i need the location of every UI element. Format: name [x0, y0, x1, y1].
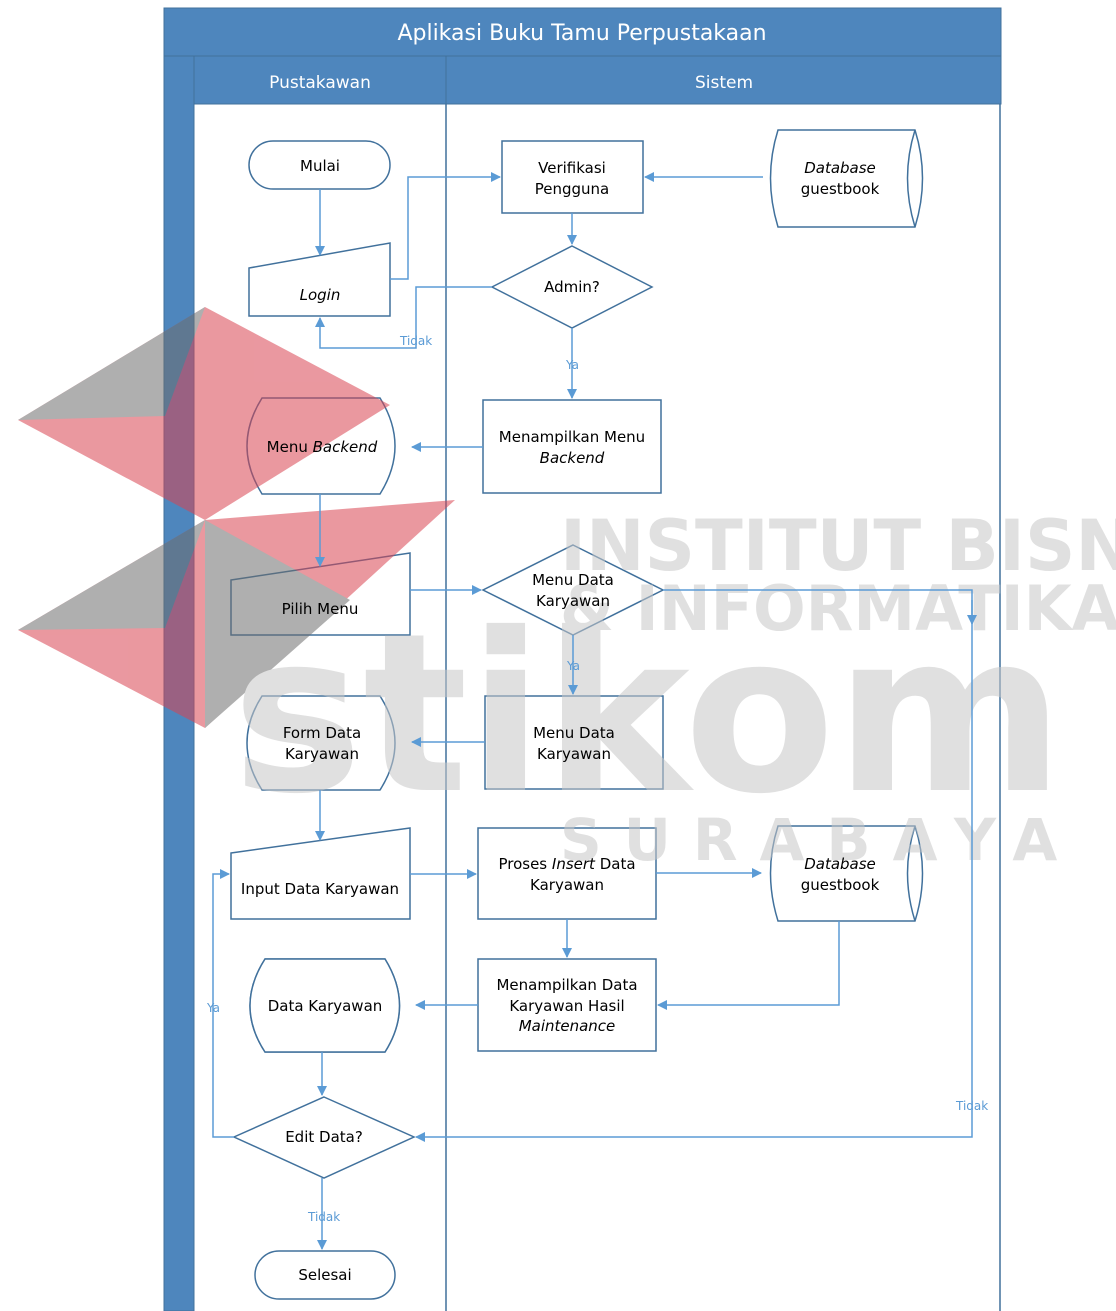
node-labels: Mulai Login Verifikasi Pengguna Database…	[241, 157, 880, 1284]
label-ya-menu: Ya	[566, 659, 580, 673]
end-terminator	[254, 1250, 396, 1300]
db2-label-1: Database	[804, 855, 876, 873]
menu-data-proc-label-2: Karyawan	[537, 745, 611, 763]
tampil-menu-label-2: Backend	[540, 449, 605, 467]
menu-backend-label-b: Backend	[313, 438, 378, 456]
proses-insert-label-1c: Data	[595, 855, 636, 873]
menu-data-karyawan-process	[484, 695, 664, 790]
proses-insert-label-1: Proses Insert Data	[498, 855, 635, 873]
watermark-institut: INSTITUT BISNIS	[560, 505, 1116, 587]
db1-label-1: Database	[804, 159, 876, 177]
lane-label-pustakawan: Pustakawan	[269, 73, 371, 93]
watermark: INSTITUT BISNIS & INFORMATIKA stikom SUR…	[18, 307, 1116, 874]
data-karyawan-label: Data Karyawan	[268, 997, 383, 1015]
tampil-data-label-3: Maintenance	[519, 1017, 616, 1035]
mulai-label: Mulai	[300, 157, 340, 175]
edge-edit-ya-input	[212, 869, 234, 1138]
lane-header-pustakawan	[193, 55, 447, 105]
title-bar	[163, 7, 1002, 57]
pilih-menu-label: Pilih Menu	[282, 600, 359, 618]
label-tidak-admin: Tidak	[399, 334, 432, 348]
label-tidak-edit: Tidak	[307, 1210, 340, 1224]
label-ya-admin: Ya	[565, 358, 579, 372]
input-data-label: Input Data Karyawan	[241, 880, 399, 898]
tampil-menu-backend-process	[482, 399, 662, 494]
input-data-karyawan-manual-input	[230, 827, 411, 920]
verifikasi-pengguna-process	[501, 140, 644, 214]
diagram-title: Aplikasi Buku Tamu Perpustakaan	[397, 21, 766, 46]
edge-db-tampil	[657, 921, 840, 1010]
database-guestbook-1	[769, 129, 924, 228]
watermark-logo-gray-2	[18, 520, 205, 630]
login-label: Login	[300, 286, 341, 304]
login-manual-input	[248, 242, 391, 317]
edge-labels: Tidak Ya Ya Tidak Ya Tidak	[206, 334, 988, 1224]
db2-label-2: guestbook	[801, 876, 880, 894]
tampil-data-label-1: Menampilkan Data	[496, 976, 637, 994]
proses-insert-label-2: Karyawan	[530, 876, 604, 894]
edit-data-decision	[232, 1096, 416, 1179]
tampil-menu-label-1: Menampilkan Menu	[499, 428, 645, 446]
edit-data-label: Edit Data?	[285, 1128, 363, 1146]
db1-label-2: guestbook	[801, 180, 880, 198]
database-guestbook-2	[769, 825, 924, 922]
edge-admin-tidak-login	[315, 286, 492, 349]
edges	[212, 172, 977, 1250]
lane-label-sistem: Sistem	[695, 73, 753, 93]
verifikasi-label-1: Verifikasi	[538, 159, 606, 177]
edge-decision-tidak-edit	[415, 589, 973, 1142]
menu-backend-label: Menu Backend	[267, 438, 378, 456]
proses-insert-label-1a: Proses	[498, 855, 551, 873]
watermark-logo-gray-3	[205, 520, 350, 728]
watermark-surabaya: SURABAYA	[560, 806, 1079, 874]
menu-data-dec-label-2: Karyawan	[536, 592, 610, 610]
edge-login-verifikasi	[390, 172, 501, 280]
label-tidak-menu: Tidak	[955, 1099, 988, 1113]
watermark-informatika: & INFORMATIKA	[560, 572, 1116, 645]
tampil-data-label-2: Karyawan Hasil	[509, 997, 624, 1015]
lane-header-sistem	[445, 55, 1002, 105]
admin-label: Admin?	[544, 278, 600, 296]
watermark-logo-red-3	[205, 307, 390, 520]
data-karyawan-display-shape	[249, 958, 401, 1053]
form-data-label-2: Karyawan	[285, 745, 359, 763]
verifikasi-label-2: Pengguna	[535, 180, 610, 198]
watermark-logo-gray-1	[18, 307, 205, 420]
menu-backend-label-a: Menu	[267, 438, 313, 456]
selesai-label: Selesai	[298, 1266, 351, 1284]
menu-data-dec-label-1: Menu Data	[532, 571, 614, 589]
label-ya-edit: Ya	[206, 1001, 220, 1015]
proses-insert-process	[477, 827, 657, 920]
form-data-karyawan-display	[246, 695, 396, 791]
watermark-stikom: stikom	[232, 586, 1064, 842]
swimlane-frame: Aplikasi Buku Tamu Perpustakaan Pustakaw…	[163, 7, 1002, 1311]
menu-data-proc-label-1: Menu Data	[533, 724, 615, 742]
proses-insert-label-1b: Insert	[552, 855, 596, 873]
form-data-label-1: Form Data	[283, 724, 361, 742]
